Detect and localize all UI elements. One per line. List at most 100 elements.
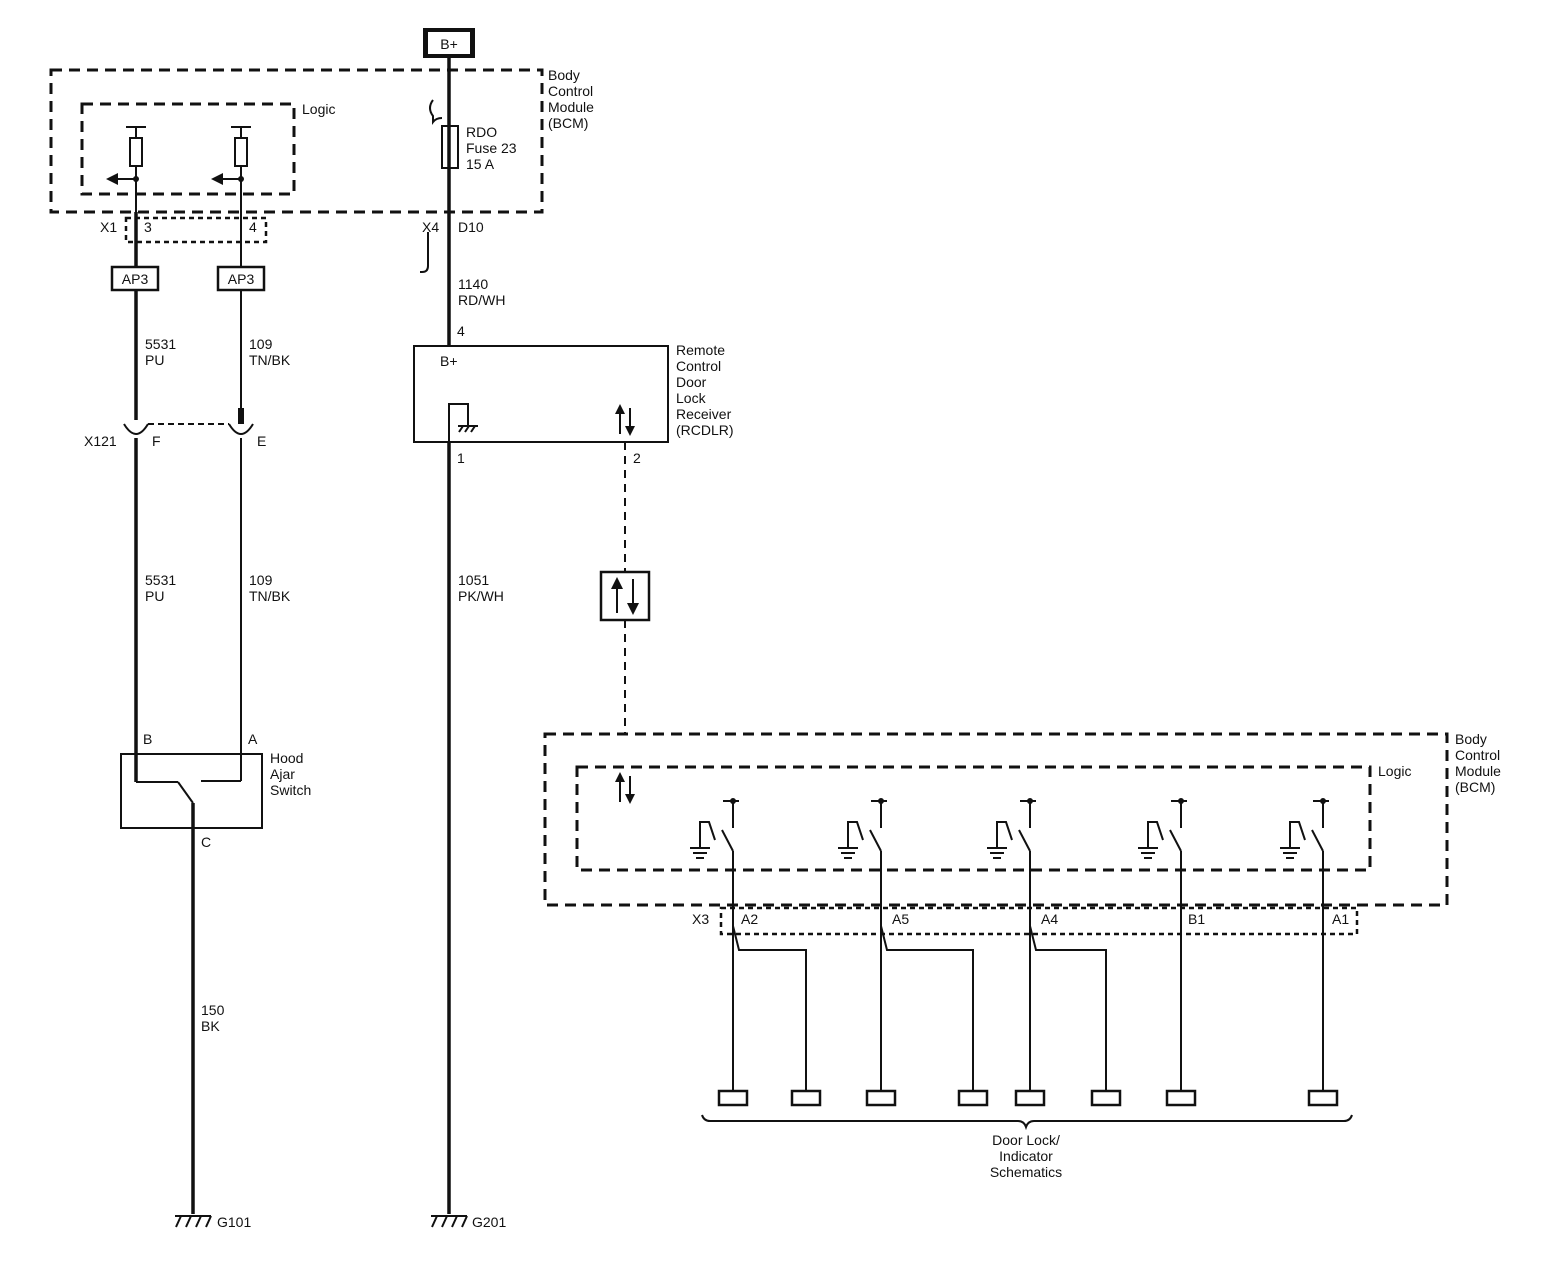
wire-109-upper-num: 109 xyxy=(249,336,273,352)
bcm-input-circuit-right xyxy=(211,126,251,212)
connector-terminal xyxy=(1014,1089,1046,1107)
output-wire xyxy=(1014,851,1122,1107)
fuse-label-2: Fuse 23 xyxy=(466,140,517,156)
x4-label: X4 xyxy=(422,219,439,235)
ap3-left-label: AP3 xyxy=(122,271,149,287)
bcm-top-title-2: Control xyxy=(548,83,593,99)
serial-data-icon xyxy=(615,404,635,436)
bcm-input-circuit-left xyxy=(106,126,146,212)
relay-switch xyxy=(1138,798,1187,859)
bcm-top-title-1: Body xyxy=(548,67,580,83)
x3-pin-a2: A2 xyxy=(741,911,758,927)
bcm-bottom-title-2: Control xyxy=(1455,747,1500,763)
wire-1140-num: 1140 xyxy=(458,276,488,292)
relay-switch xyxy=(987,798,1036,859)
x3-pin-b1: B1 xyxy=(1188,911,1205,927)
g201-label: G201 xyxy=(472,1214,506,1230)
door-lock-label-1: Door Lock/ xyxy=(992,1132,1060,1148)
ap3-right-label: AP3 xyxy=(228,271,255,287)
ground-g201: G201 xyxy=(431,1214,506,1230)
hood-switch-title-1: Hood xyxy=(270,750,303,766)
wire-150-num: 150 xyxy=(201,1002,225,1018)
wire-1051: 1051 PK/WH xyxy=(447,442,504,1214)
rcdlr-title-1: Remote xyxy=(676,342,725,358)
bcm-bottom-title-4: (BCM) xyxy=(1455,779,1495,795)
door-lock-label-3: Schematics xyxy=(990,1164,1062,1180)
rcdlr-title-3: Door xyxy=(676,374,707,390)
connector-x1: X1 3 4 xyxy=(100,216,268,244)
x1-label: X1 xyxy=(100,219,117,235)
relay-switch xyxy=(1280,798,1329,859)
rcdlr-title-2: Control xyxy=(676,358,721,374)
hood-switch-title-3: Switch xyxy=(270,782,311,798)
rcdlr-pin2: 2 xyxy=(633,450,641,466)
x3-pin-a1: A1 xyxy=(1332,911,1349,927)
wire-109-lower-num: 109 xyxy=(249,572,273,588)
ground-icon xyxy=(448,403,478,442)
fuse-label-3: 15 A xyxy=(466,156,495,172)
bcm-top-outline xyxy=(49,68,544,214)
connector-terminal xyxy=(1090,1089,1122,1107)
x3-pin-a5: A5 xyxy=(892,911,909,927)
wire-5531-lower-num: 5531 xyxy=(145,572,176,588)
hood-ajar-switch: B A C Hood Ajar Switch xyxy=(120,731,311,850)
rcdlr-title-6: (RCDLR) xyxy=(676,422,734,438)
bcm-top-logic-outline xyxy=(80,102,296,196)
fuse-label-1: RDO xyxy=(466,124,497,140)
wire-109: AP3 109 TN/BK 109 TN/BK xyxy=(216,212,291,781)
wire-5531-upper-num: 5531 xyxy=(145,336,176,352)
x3-label: X3 xyxy=(692,911,709,927)
relay-switch xyxy=(690,798,739,859)
ground-g101: G101 xyxy=(175,1214,251,1230)
wire-1140: 1140 RD/WH xyxy=(447,58,505,347)
rcdlr-title-4: Lock xyxy=(676,390,707,406)
connector-terminal xyxy=(790,1089,822,1107)
door-lock-output-wires xyxy=(717,851,1339,1107)
hood-switch-title-2: Ajar xyxy=(270,766,295,782)
bcm-bottom-title-3: Module xyxy=(1455,763,1501,779)
splice-ap3-right: AP3 xyxy=(216,265,266,292)
serial-data-link xyxy=(599,442,651,735)
wire-5531: AP3 5531 PU 5531 PU xyxy=(110,212,176,755)
wire-1051-color: PK/WH xyxy=(458,588,504,604)
door-lock-reference: Door Lock/ Indicator Schematics xyxy=(701,1114,1353,1180)
bcm-bottom-logic-label: Logic xyxy=(1378,763,1411,779)
hood-switch-pin-c: C xyxy=(201,834,211,850)
output-wire xyxy=(865,851,989,1107)
bcm-bottom-outline xyxy=(543,732,1449,907)
output-wire xyxy=(1165,851,1197,1107)
rcdlr-pin1: 1 xyxy=(457,450,465,466)
connector-terminal xyxy=(1307,1089,1339,1107)
serial-data-icon xyxy=(615,772,635,804)
wire-5531-lower-color: PU xyxy=(145,588,164,604)
splice-ap3-left: AP3 xyxy=(110,265,160,292)
connector-terminal xyxy=(957,1089,989,1107)
arrow-left-icon xyxy=(106,173,118,185)
rdo-fuse-23: RDO Fuse 23 15 A xyxy=(429,99,517,172)
connector-terminal xyxy=(717,1089,749,1107)
rcdlr-title-5: Receiver xyxy=(676,406,732,422)
rcdlr-module: 4 B+ 1 2 Remote Control Door Lock Receiv… xyxy=(413,323,734,466)
x4-pin-label: D10 xyxy=(458,219,484,235)
wire-150: 150 BK xyxy=(191,803,225,1214)
rcdlr-bplus: B+ xyxy=(440,353,458,369)
bcm-bottom-module: Logic Body Control Module (BCM) xyxy=(543,731,1501,907)
connector-x121: X121 F E xyxy=(84,423,266,449)
x121-pin-f-label: F xyxy=(152,433,161,449)
wire-5531-upper-color: PU xyxy=(145,352,164,368)
output-wire xyxy=(1307,851,1339,1107)
bcm-top-module: Logic Body Control Module (BCM) xyxy=(49,67,594,214)
hood-switch-pin-a: A xyxy=(248,731,258,747)
x1-pin3-label: 3 xyxy=(144,219,152,235)
x121-pin-e-label: E xyxy=(257,433,266,449)
bcm-top-title-4: (BCM) xyxy=(548,115,588,131)
connector-x3: X3 A2 A5 A4 B1 A1 xyxy=(692,906,1359,936)
wire-150-color: BK xyxy=(201,1018,220,1034)
wire-109-upper-color: TN/BK xyxy=(249,352,291,368)
connector-terminal xyxy=(1165,1089,1197,1107)
x1-pin4-label: 4 xyxy=(249,219,257,235)
arrow-left-icon xyxy=(211,173,223,185)
output-wire xyxy=(717,851,822,1107)
wire-1140-color: RD/WH xyxy=(458,292,505,308)
battery-positive-source: B+ xyxy=(423,28,475,58)
